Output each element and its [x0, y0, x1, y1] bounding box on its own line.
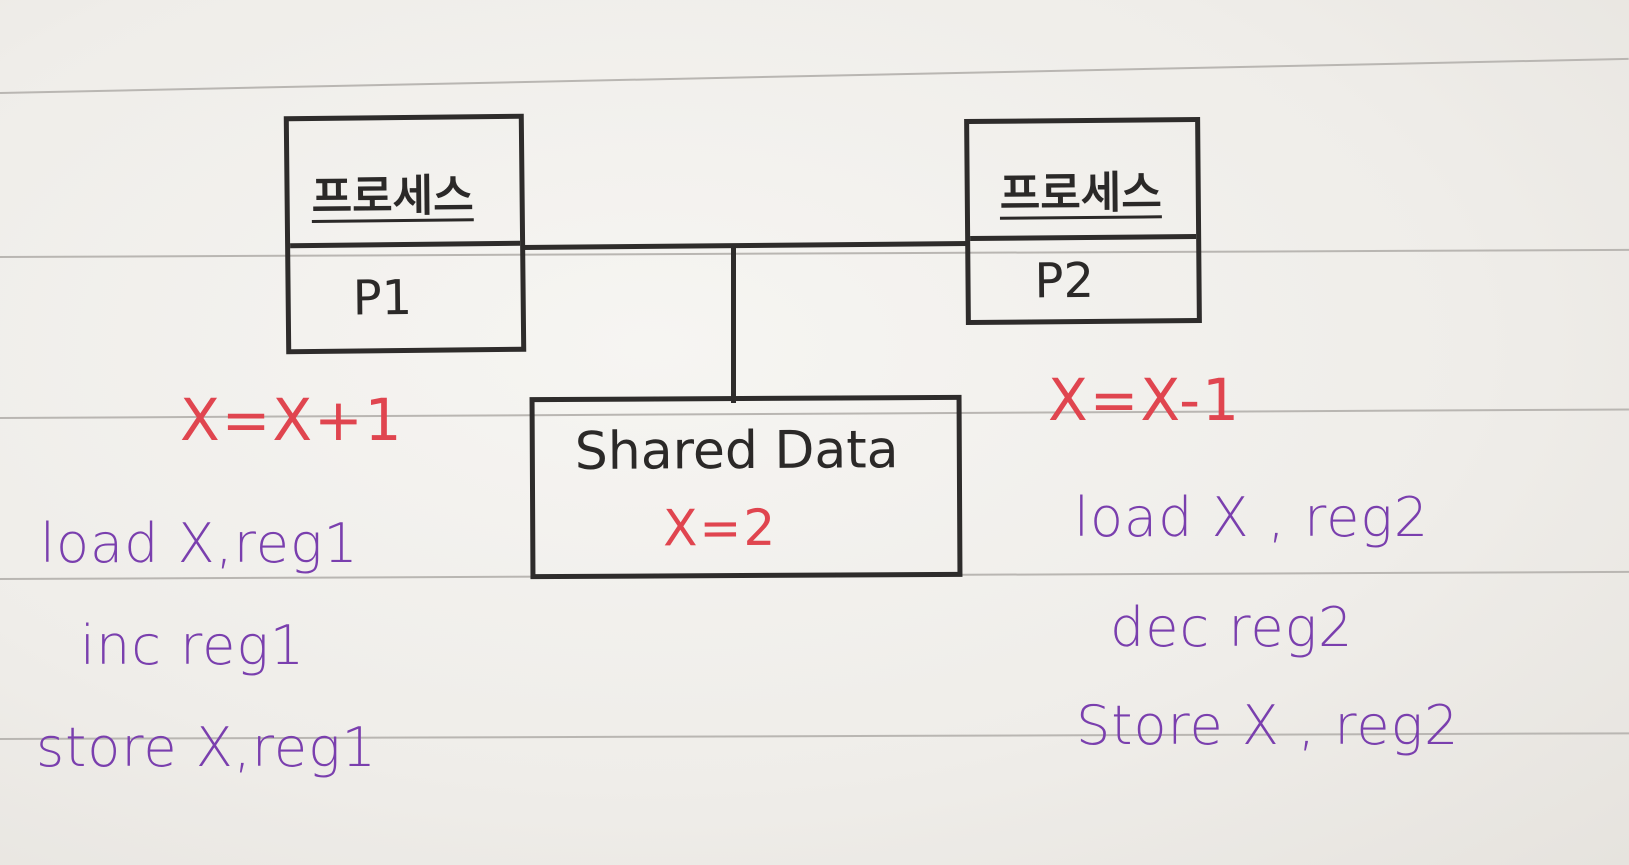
process-p2-divider — [970, 234, 1197, 241]
process-p2-operation: X=X-1 — [1048, 366, 1242, 434]
process-p2-code-line-2: dec reg2 — [1110, 596, 1354, 659]
process-p2-title: 프로세스 — [999, 167, 1162, 220]
ruled-line — [0, 248, 1629, 258]
process-p1-title: 프로세스 — [311, 170, 474, 223]
shared-data-value: X=2 — [663, 498, 778, 558]
process-p1-code-line-3: store X,reg1 — [36, 716, 377, 779]
connector-vertical — [731, 247, 736, 403]
process-p1-code-line-1: load X,reg1 — [40, 512, 359, 575]
ruled-line — [0, 57, 1629, 94]
process-p1-id: P1 — [352, 269, 413, 327]
process-p2-box: 프로세스 P2 — [964, 116, 1202, 326]
process-p1-box: 프로세스 P1 — [283, 113, 527, 355]
process-p2-id: P2 — [1034, 252, 1095, 310]
process-p1-divider — [290, 240, 521, 249]
process-p1-operation: X=X+1 — [180, 386, 404, 454]
process-p1-code-line-2: inc reg1 — [80, 614, 306, 677]
shared-data-box: Shared Data X=2 — [529, 394, 963, 580]
process-p2-code-line-1: load X , reg2 — [1074, 486, 1430, 549]
shared-data-title: Shared Data — [574, 420, 899, 482]
process-p2-code-line-3: Store X , reg2 — [1076, 694, 1460, 757]
connector-horizontal — [521, 241, 969, 250]
